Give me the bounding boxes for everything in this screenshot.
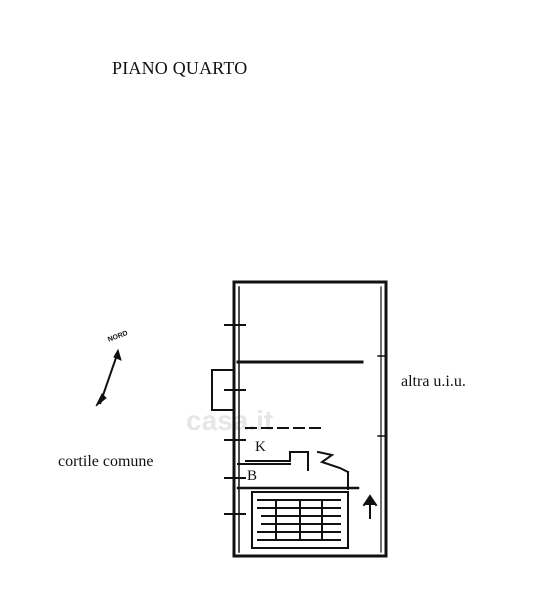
common-courtyard-label: cortile comune (58, 453, 154, 470)
apartment-plan (211, 280, 388, 558)
window-marks-left (224, 324, 246, 515)
stair-frame (251, 491, 349, 549)
up-arrow-icon (362, 494, 378, 519)
stair-treads (257, 499, 341, 541)
room-b-label: B (247, 468, 258, 484)
room-k-label: K (255, 439, 266, 455)
other-unit-label: altra u.i.u. (401, 373, 466, 390)
kitchen-inner-wall (245, 451, 309, 471)
north-arrow-icon (95, 348, 122, 407)
outer-wall (232, 280, 388, 558)
floor-title: PIANO QUARTO (112, 58, 248, 78)
zigzag-wall (316, 450, 350, 474)
balcony (211, 369, 235, 411)
